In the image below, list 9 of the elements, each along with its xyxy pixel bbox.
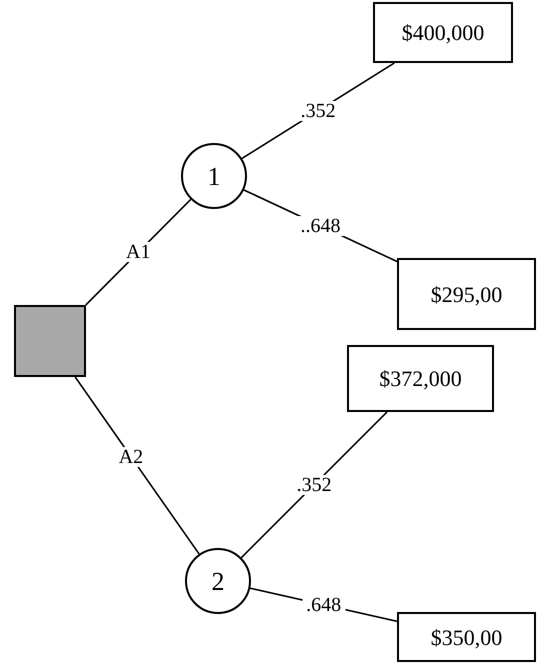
branch-line [74,376,200,554]
decision-square [14,305,86,377]
payoff-box: $400,000 [373,2,513,63]
payoff-box: $372,000 [347,345,494,412]
payoff-box: $295,00 [397,258,536,330]
chance-node: 2 [185,548,251,614]
edge-label: ..648 [296,216,344,236]
chance-node: 1 [181,143,247,209]
payoff-box: $350,00 [397,612,536,662]
